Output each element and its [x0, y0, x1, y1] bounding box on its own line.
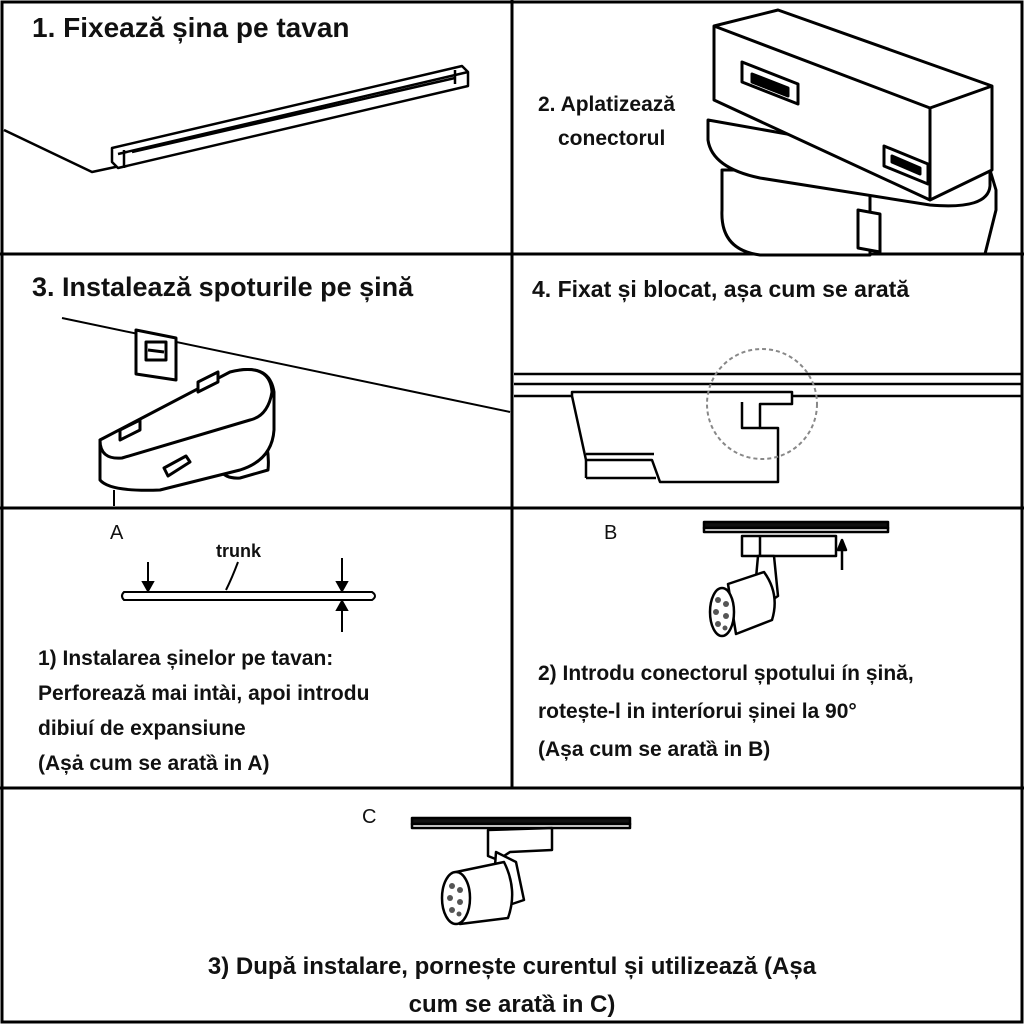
- instruction-a-line: 1) Instalarea șinelor pe tavan:: [38, 647, 334, 670]
- step2-title: 2. Aplatizează conectorul: [538, 88, 675, 156]
- instruction-c-line: 3) După instalare, pornește curentul și …: [207, 953, 817, 980]
- locked-illustration: [514, 348, 1022, 484]
- label-c: C: [362, 806, 377, 828]
- step1-title: 1. Fixează șina pe tavan: [32, 12, 350, 43]
- connector-illustration: [706, 8, 998, 257]
- step2-title-line2: conectorul: [558, 127, 666, 150]
- instruction-c-line: cum se aratȁ in C): [408, 991, 616, 1018]
- trunk-label: trunk: [216, 541, 261, 561]
- label-a: A: [110, 522, 124, 544]
- spot-b-illustration: [702, 520, 890, 638]
- label-b: B: [604, 522, 618, 544]
- instruction-a: 1) Instalarea șinelor pe tavan: Perforea…: [38, 641, 369, 781]
- step3-title: 3. Instalează spoturile pe șină: [32, 272, 414, 302]
- instruction-b: 2) Introdu conectorul șpotului ín șină, …: [538, 655, 914, 769]
- rail-dimension-illustration: [121, 558, 376, 632]
- spot-c-illustration: [410, 816, 632, 926]
- instruction-c: 3) După instalare, pornește curentul și …: [0, 948, 1024, 1024]
- instruction-a-line: Perforează mai intài, apoi introdu: [38, 682, 370, 705]
- instruction-b-line: (Așa cum se aratȁ in B): [538, 738, 771, 761]
- step4-title: 4. Fixat și blocat, așa cum se arată: [532, 276, 910, 302]
- instruction-b-line: rotește-l in interíorui șinei la 90°: [538, 700, 857, 723]
- rail-illustration: [3, 64, 470, 174]
- spot-rail-illustration: [61, 317, 511, 506]
- instruction-a-line: (Așȧ cum se aratȁ in A): [38, 752, 270, 775]
- instruction-a-line: dibiuí de expansiune: [38, 717, 246, 740]
- instruction-b-line: 2) Introdu conectorul șpotului ín șină,: [538, 662, 914, 685]
- step2-title-line1: 2. Aplatizează: [538, 93, 675, 116]
